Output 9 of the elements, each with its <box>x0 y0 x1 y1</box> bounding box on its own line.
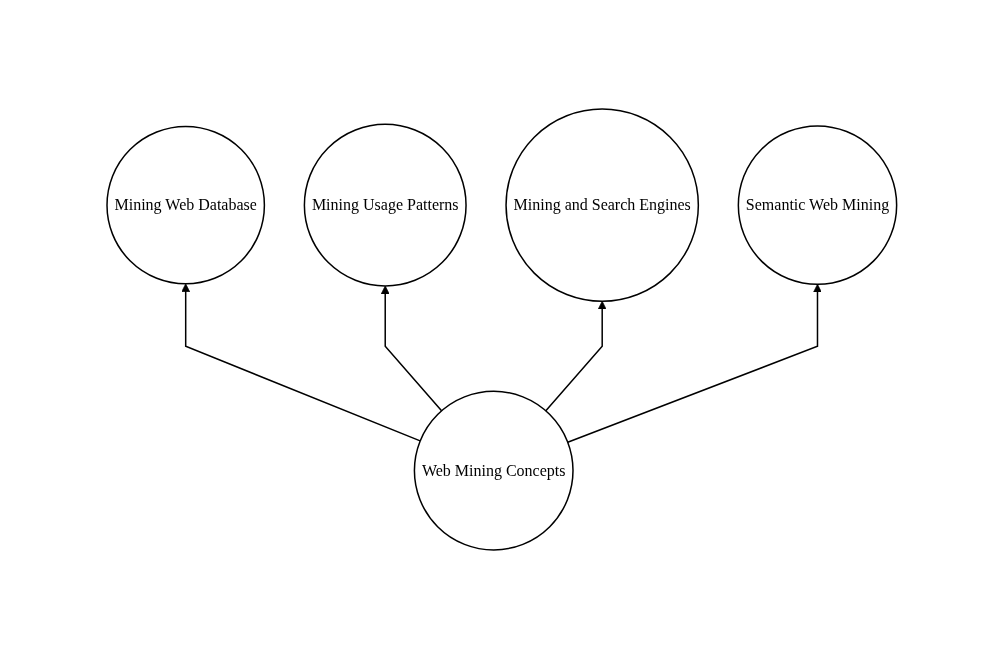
node-circle: Semantic Web Mining <box>737 125 898 286</box>
arrow <box>380 285 442 412</box>
arrow <box>180 283 421 442</box>
arrow <box>544 300 607 412</box>
node-circle: Mining Usage Patterns <box>303 123 467 287</box>
node-circle: Mining Web Database <box>105 125 265 285</box>
node-circle: Web Mining Concepts <box>413 390 574 551</box>
arrow <box>566 283 822 443</box>
node-circle: Mining and Search Engines <box>504 108 699 303</box>
